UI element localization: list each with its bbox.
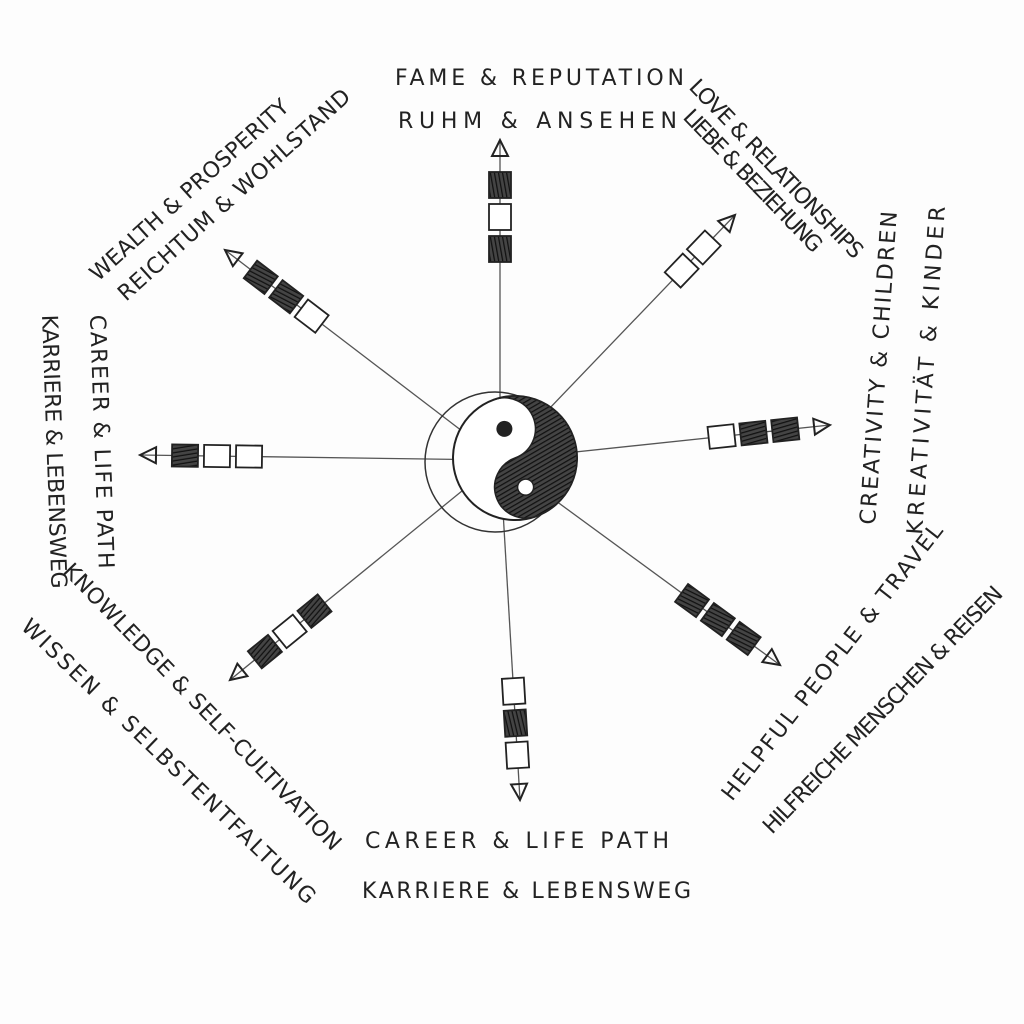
box-empty (293, 298, 330, 335)
label-career-de: KARRIERE & LEBENSWEG (362, 879, 692, 904)
label-left-en: CAREER & LIFE PATH (84, 314, 118, 570)
label-fame-en: FAME & REPUTATION (395, 66, 685, 91)
arrowhead-love-icon (716, 213, 737, 234)
arrowhead-career-icon (509, 782, 529, 803)
box-filled (673, 582, 711, 619)
box-filled (267, 278, 305, 315)
box-empty (488, 203, 512, 231)
box-filled (242, 259, 280, 296)
arrowhead-fame-icon (490, 137, 510, 157)
box-filled (296, 593, 333, 630)
spoke-left (139, 454, 501, 461)
box-empty (685, 229, 723, 266)
box-empty (500, 676, 527, 706)
yin-yang-icon (424, 391, 578, 533)
box-filled (170, 443, 200, 468)
arrowhead-knowledge-icon (228, 661, 250, 682)
label-wealth-de: REICHTUM & WOHLSTAND (113, 84, 356, 307)
box-empty (706, 423, 737, 450)
box-filled (488, 171, 512, 199)
box-filled (725, 620, 762, 657)
box-empty (202, 443, 232, 469)
arrowhead-helpful-icon (760, 647, 782, 667)
label-fame-de: RUHM & ANSEHEN (398, 109, 678, 134)
box-empty (271, 613, 308, 650)
box-filled (488, 235, 512, 263)
box-filled (770, 416, 801, 444)
label-wealth-en: WEALTH & PROSPERITY (85, 94, 295, 287)
arrowhead-wealth-icon (223, 248, 245, 268)
label-left-de: KARRIERE & LEBENSWEG (36, 314, 71, 590)
box-filled (246, 633, 284, 670)
box-empty (504, 740, 531, 770)
label-creativity-de: KREATIVITÄT & KINDER (902, 204, 951, 535)
arrowhead-creativity-icon (812, 417, 833, 437)
box-empty (663, 252, 700, 289)
label-career-en: CAREER & LIFE PATH (365, 829, 670, 854)
arrowhead-left-icon (137, 445, 158, 465)
label-creativity-en: CREATIVITY & CHILDREN (856, 209, 903, 525)
box-filled (699, 601, 737, 638)
box-filled (502, 708, 529, 738)
box-filled (738, 419, 769, 447)
box-empty (234, 444, 264, 469)
